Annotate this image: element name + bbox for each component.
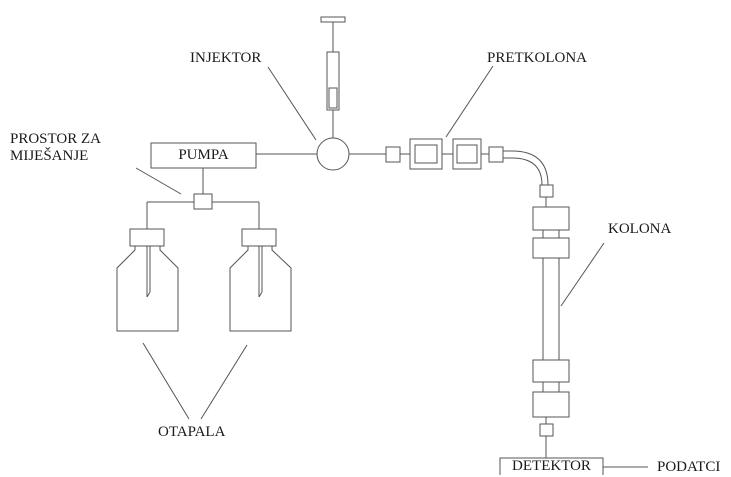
pretkolona-leader: [445, 65, 494, 138]
syringe-icon: [320, 16, 346, 138]
otapala-leader-left: [142, 342, 190, 420]
prostor-leader: [135, 167, 182, 195]
solvent-bottle-right: [229, 228, 292, 332]
pretkolona-label: PRETKOLONA: [487, 50, 587, 66]
precolumn-assembly: [385, 138, 504, 170]
injektor-leader: [267, 66, 317, 141]
injektor-label: INJEKTOR: [190, 50, 262, 66]
pumpa-label: PUMPA: [178, 147, 229, 163]
prostor-label-line2: MIJEŠANJE: [10, 148, 89, 164]
tubing-curve-inner: [503, 157, 543, 186]
tubing-curve-outer: [503, 150, 549, 186]
otapala-label: OTAPALA: [158, 424, 226, 440]
column-assembly: [532, 184, 570, 458]
solvent-bottle-left: [116, 228, 179, 332]
detektor-label: DETEKTOR: [512, 458, 591, 474]
kolona-label: KOLONA: [608, 221, 672, 237]
injector-valve: [316, 137, 350, 171]
kolona-leader: [560, 242, 605, 307]
podatci-label: PODATCI: [657, 459, 721, 475]
prostor-label-line1: PROSTOR ZA: [10, 131, 101, 147]
mixing-tee: [193, 193, 213, 210]
otapala-leader-right: [200, 344, 248, 420]
